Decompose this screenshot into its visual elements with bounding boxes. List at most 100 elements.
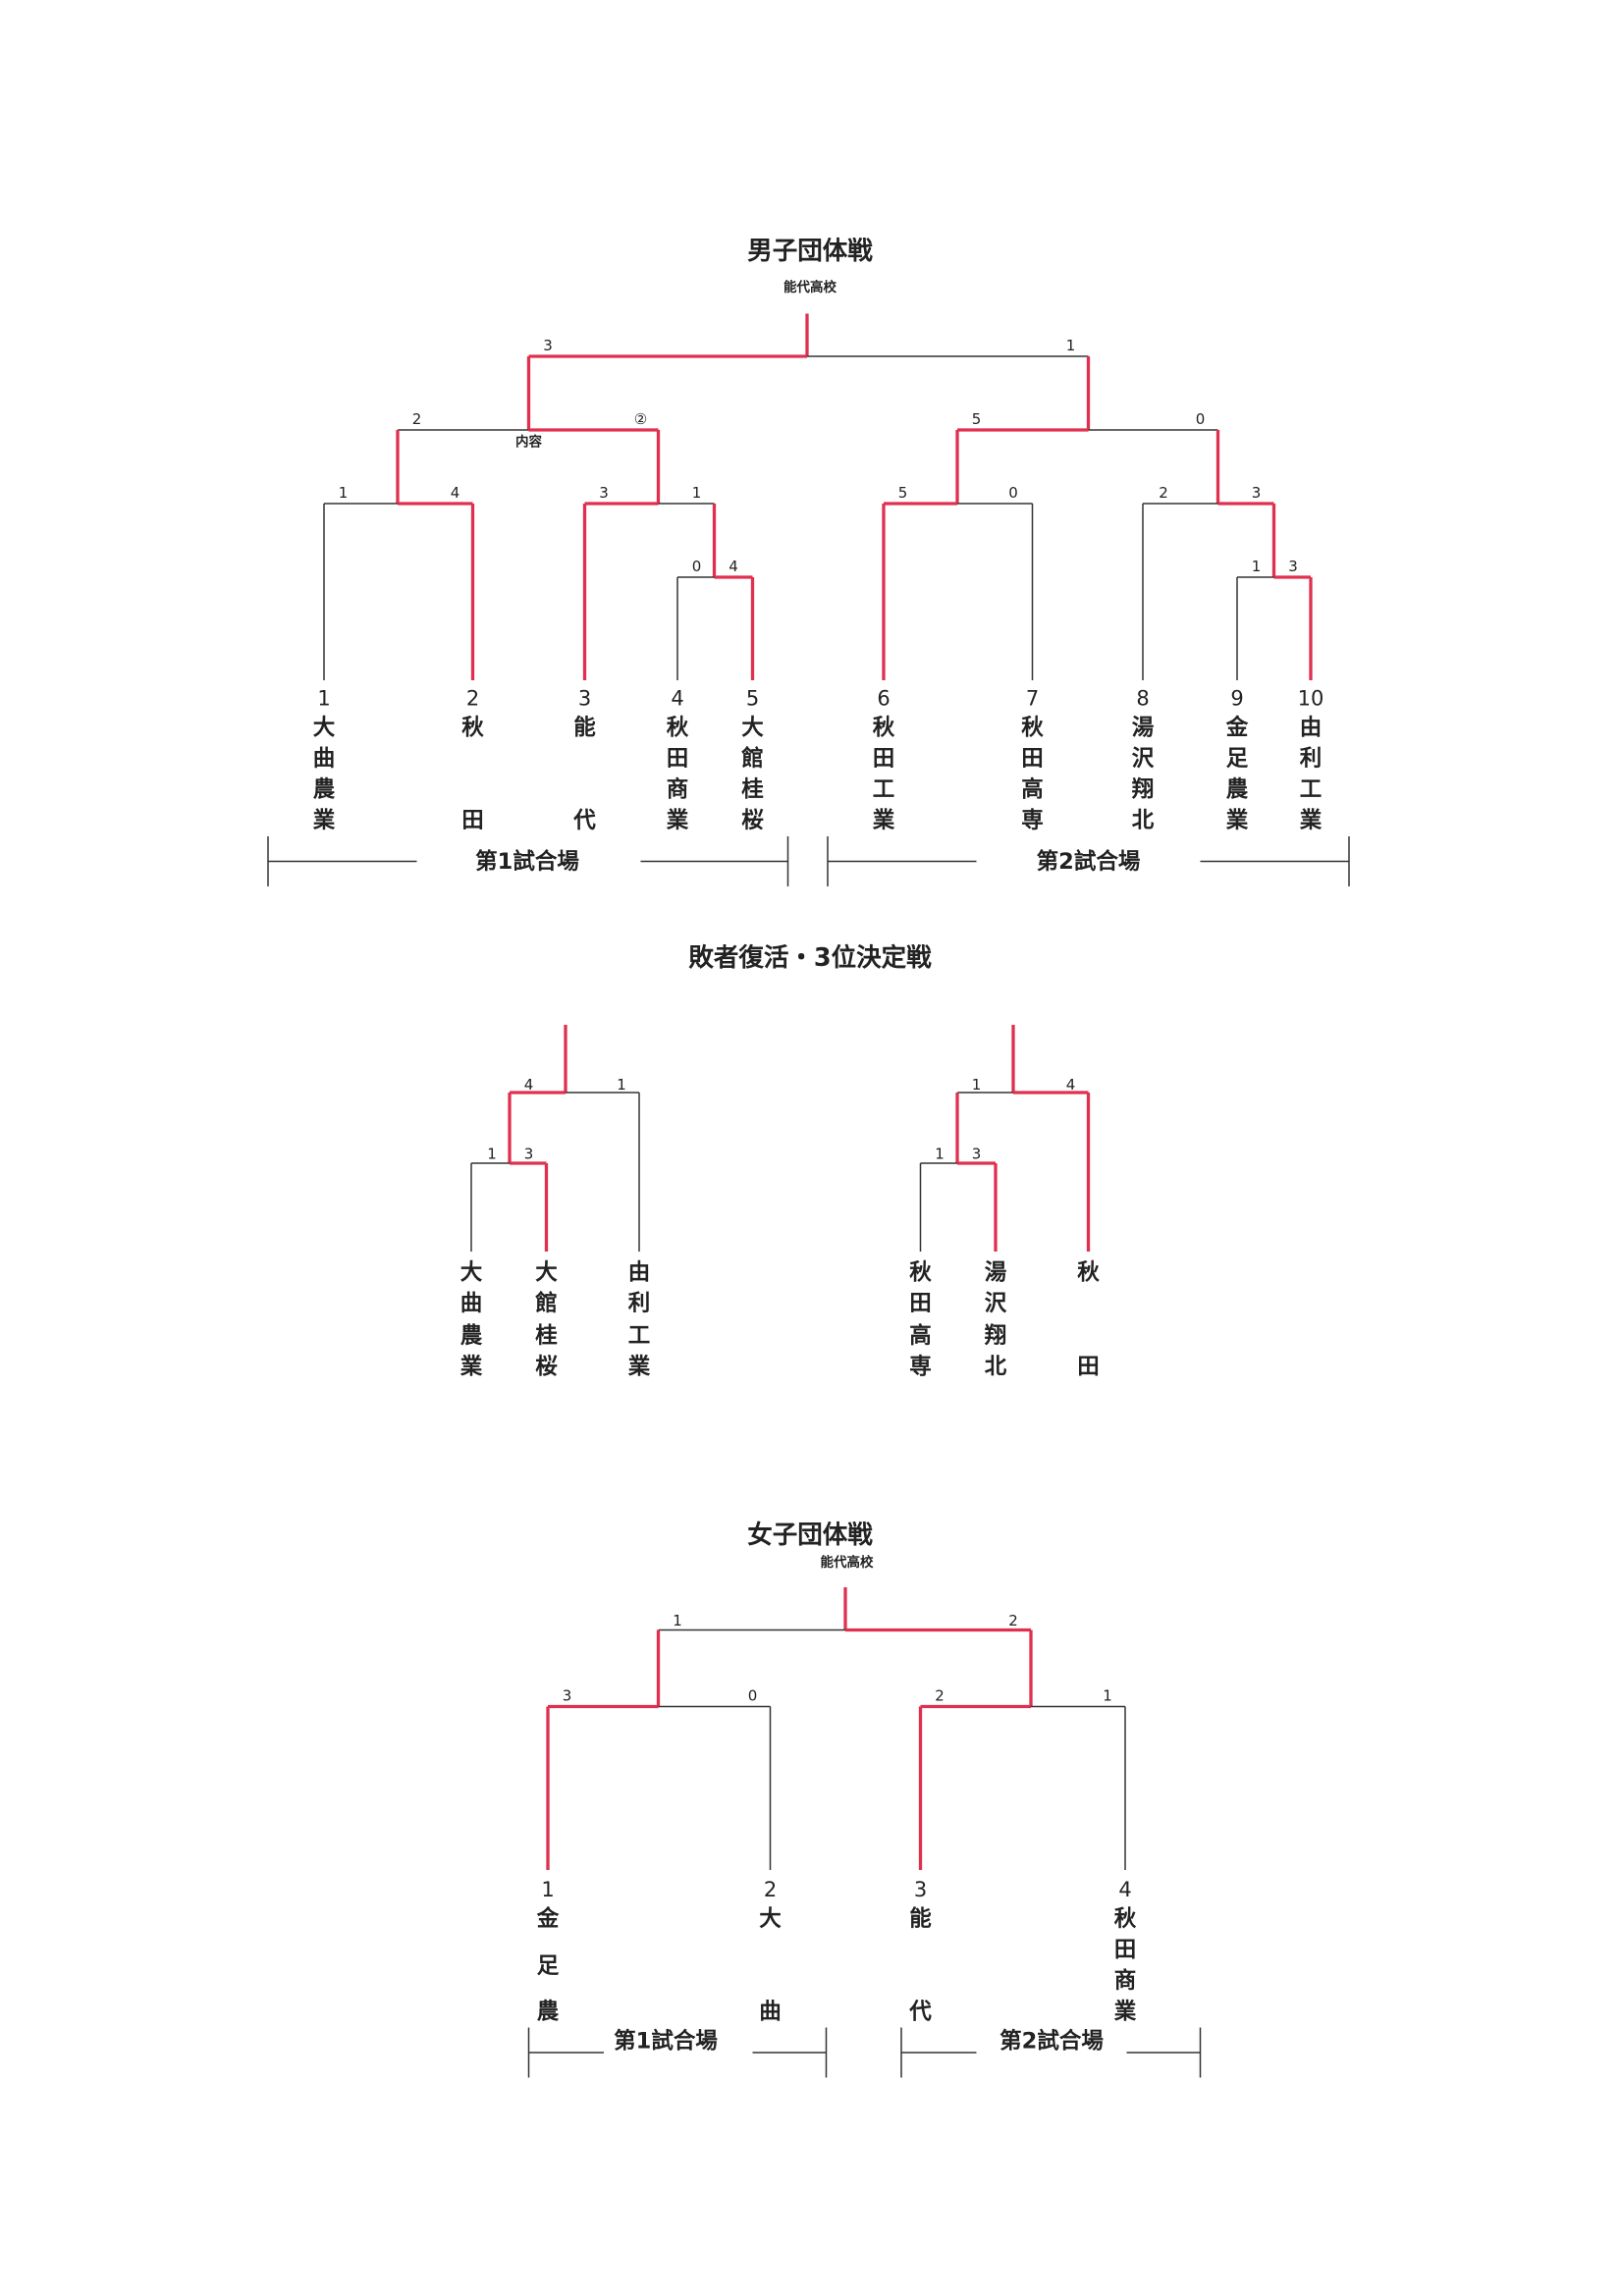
women-team-name-char: 商: [1114, 1967, 1137, 1994]
women-score: 2: [935, 1687, 945, 1705]
women-team-number: 2: [764, 1878, 777, 1901]
men-team-name-char: 工: [1300, 777, 1323, 803]
men-venue-label: 第1試合場: [475, 848, 579, 875]
men-team-number: 10: [1298, 687, 1324, 711]
men-team-name-char: 能: [573, 715, 596, 741]
repechage-score: 3: [524, 1146, 534, 1163]
repechage-score: 1: [935, 1146, 945, 1163]
repechage-team-name-char: 沢: [985, 1291, 1007, 1316]
men-team-name-char: 金: [1225, 715, 1249, 741]
women-team-name-char: 田: [1114, 1938, 1137, 1963]
men-team-number: 3: [578, 687, 591, 711]
women-score: 1: [1103, 1687, 1112, 1705]
repechage-team-name-char: 田: [1077, 1355, 1100, 1380]
repechage-team-name-char: 秋: [909, 1260, 932, 1286]
men-score: 3: [599, 484, 609, 502]
repechage-team-name-char: 業: [628, 1354, 651, 1380]
men-team-name-char: 利: [1300, 746, 1323, 772]
men-score: 1: [692, 484, 702, 502]
men-score: 1: [1066, 337, 1076, 354]
men-score: 3: [1252, 484, 1262, 502]
repechage-team-name-char: 秋: [1077, 1260, 1100, 1286]
repechage-team-name-char: 館: [535, 1290, 558, 1316]
men-team-name-char: 田: [667, 746, 689, 772]
women-team-name-char: 能: [909, 1905, 932, 1932]
repechage-team-name-char: 高: [909, 1322, 932, 1349]
men-team-name-char: 高: [1021, 776, 1044, 803]
women-team-number: 4: [1118, 1878, 1131, 1901]
men-score: 1: [1252, 558, 1262, 575]
women-venue-label: 第1試合場: [614, 2028, 718, 2055]
men-team-name-char: 農: [313, 777, 336, 803]
repechage-team-name-char: 大: [460, 1260, 483, 1286]
men-team-name-char: 秋: [667, 716, 689, 741]
men-team-name-char: 北: [1132, 808, 1155, 833]
repechage-team-name-char: 利: [628, 1291, 651, 1316]
women-team-name-char: 農: [537, 2000, 560, 2025]
men-team-name-char: 農: [1226, 777, 1249, 803]
women-team-number: 3: [914, 1878, 927, 1901]
repechage-score: 3: [972, 1146, 982, 1163]
men-score: 3: [1288, 558, 1298, 575]
repechage-team-name-char: 桜: [535, 1355, 558, 1380]
men-team-name-char: 桜: [741, 808, 764, 833]
women-score: 2: [1008, 1612, 1018, 1629]
bracket-lines: [267, 313, 1350, 2078]
men-team-name-char: 田: [461, 808, 484, 833]
men-team-name-char: 業: [1300, 807, 1323, 833]
men-team-name-char: 館: [741, 745, 764, 772]
repechage-score: 4: [524, 1076, 534, 1094]
repechage-score: 1: [617, 1076, 626, 1094]
men-score: 3: [543, 337, 553, 354]
women-team-name-char: 金: [536, 1905, 560, 1932]
women-winner: 能代高校: [821, 1554, 874, 1571]
women-team-number: 1: [541, 1878, 554, 1901]
men-team-name-char: 大: [313, 716, 336, 741]
women-score: 1: [673, 1612, 682, 1629]
men-team-name-char: 業: [1226, 807, 1249, 833]
men-team-number: 4: [671, 687, 683, 711]
men-team-number: 9: [1230, 687, 1243, 711]
women-venue-label: 第2試合場: [999, 2028, 1104, 2055]
men-team-name-char: 工: [873, 777, 895, 803]
women-team-name-char: 足: [537, 1953, 560, 1979]
women-team-name-char: 曲: [759, 2000, 782, 2025]
men-team-name-char: 大: [741, 716, 764, 741]
repechage-score: 1: [487, 1146, 497, 1163]
women-team-name-char: 業: [1114, 1999, 1137, 2025]
women-score: 0: [748, 1687, 758, 1705]
men-team-name-char: 秋: [873, 716, 895, 741]
men-score: 0: [1008, 484, 1018, 502]
men-title: 男子団体戦: [747, 237, 873, 266]
men-score: 4: [451, 484, 460, 502]
repechage-team-name-char: 由: [628, 1260, 651, 1286]
men-note: 内容: [515, 434, 543, 451]
repechage-team-name-char: 北: [985, 1355, 1007, 1380]
men-team-number: 5: [746, 687, 759, 711]
men-score: 5: [898, 484, 908, 502]
men-score: 1: [339, 484, 349, 502]
men-winner: 能代高校: [783, 279, 837, 295]
repechage-score: 1: [972, 1076, 982, 1094]
men-score: ②: [634, 410, 647, 428]
repechage-team-name-char: 曲: [460, 1291, 483, 1316]
men-team-number: 2: [466, 687, 479, 711]
repechage-team-name-char: 農: [460, 1323, 483, 1349]
men-score: 0: [1196, 410, 1206, 428]
men-team-number: 6: [877, 687, 890, 711]
repechage-team-name-char: 湯: [985, 1260, 1007, 1286]
men-team-name-char: 秋: [1021, 716, 1044, 741]
men-team-name-char: 代: [572, 808, 596, 833]
men-team-name-char: 湯: [1132, 716, 1155, 741]
men-team-name-char: 曲: [313, 746, 336, 772]
repechage-team-name-char: 工: [628, 1323, 651, 1349]
men-venue-label: 第2試合場: [1037, 848, 1141, 875]
men-team-name-char: 由: [1300, 716, 1323, 741]
men-team-name-char: 業: [667, 807, 689, 833]
repechage-team-name-char: 桂: [535, 1323, 558, 1349]
men-team-name-char: 沢: [1132, 746, 1155, 772]
women-team-name-char: 大: [759, 1906, 782, 1932]
repechage-title: 敗者復活・3位決定戦: [688, 943, 932, 973]
